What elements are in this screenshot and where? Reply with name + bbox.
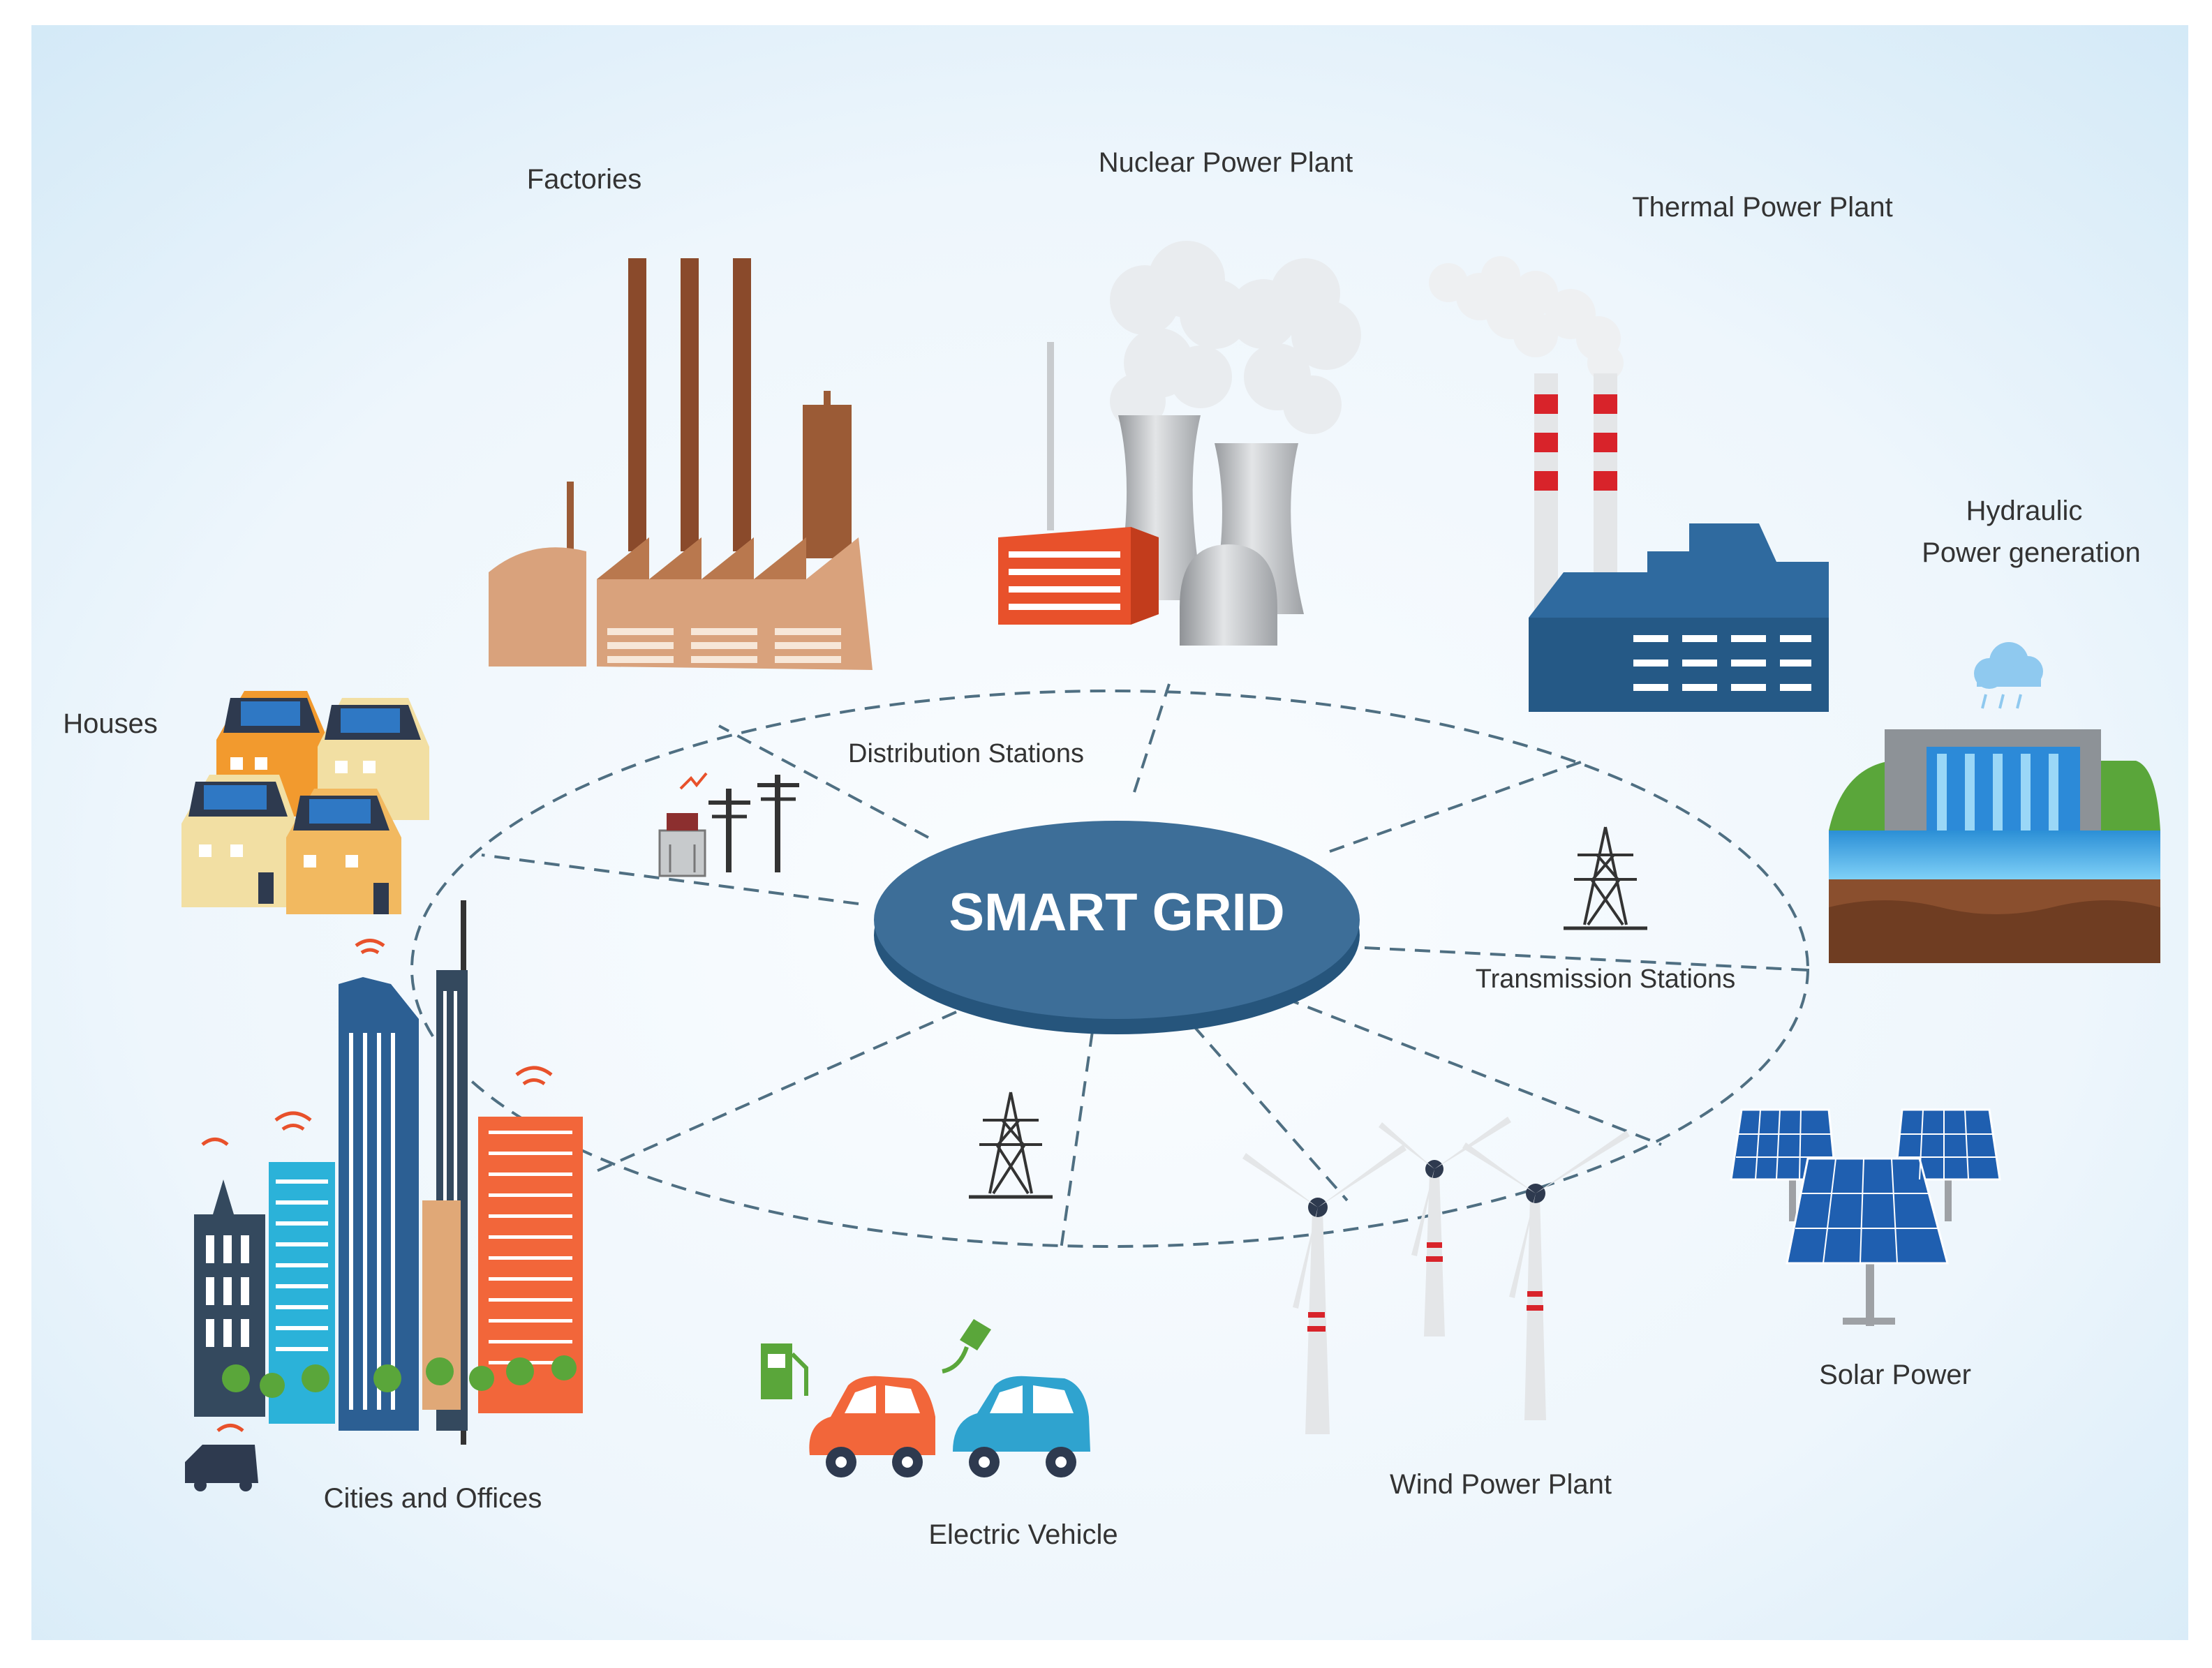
- factories-label: Factories: [527, 164, 642, 195]
- transmission-label: Transmission Stations: [1476, 965, 1735, 994]
- link-distribution: [718, 724, 929, 839]
- hydraulic-plant-icon: [1829, 642, 2160, 963]
- link-nuclear: [1133, 683, 1171, 793]
- thermal-label: Thermal Power Plant: [1632, 192, 1892, 223]
- ev-label: Electric Vehicle: [928, 1519, 1118, 1550]
- cities-icon: [185, 900, 583, 1491]
- houses-icon: [181, 691, 429, 914]
- solar-panels-icon: [1730, 1108, 2001, 1326]
- thermal-plant-icon: [1429, 256, 1829, 712]
- houses-label: Houses: [63, 708, 158, 739]
- electric-vehicle-icon: [761, 1319, 1090, 1477]
- link-thermal: [1329, 759, 1585, 853]
- solar-label: Solar Power: [1819, 1360, 1971, 1390]
- factories-icon: [489, 258, 873, 670]
- smart-grid-hub: SMART GRID: [874, 821, 1360, 1034]
- transmission-tower-icon: [1564, 826, 1647, 930]
- wind-label: Wind Power Plant: [1390, 1469, 1612, 1500]
- link-ev: [1060, 1031, 1094, 1250]
- nuclear-label: Nuclear Power Plant: [1099, 147, 1353, 178]
- nuclear-plant-icon: [998, 241, 1361, 646]
- transmission-tower-icon-2: [969, 1092, 1053, 1199]
- hub-label: SMART GRID: [949, 883, 1284, 942]
- link-wind: [1192, 1025, 1349, 1202]
- grid-ring: [410, 690, 1809, 1248]
- wind-plant-icon: [1242, 1117, 1630, 1434]
- link-houses: [481, 854, 859, 905]
- hydraulic-label-line2: Power generation: [1922, 537, 2141, 568]
- distribution-station-icon: [658, 772, 799, 877]
- distribution-label: Distribution Stations: [848, 739, 1084, 768]
- link-cities: [593, 1011, 957, 1174]
- cities-label: Cities and Offices: [324, 1483, 542, 1514]
- network-links: [410, 683, 1809, 1250]
- link-solar: [1284, 997, 1662, 1146]
- hydraulic-label-line1: Hydraulic: [1966, 496, 2083, 526]
